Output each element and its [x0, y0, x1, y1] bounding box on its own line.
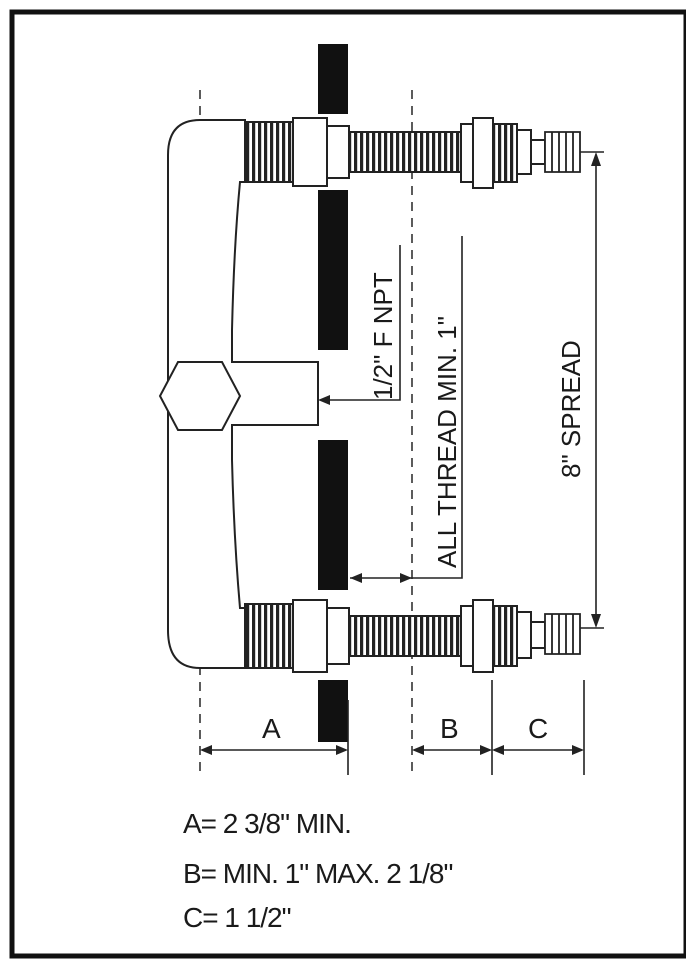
spec-c: C= 1 1/2": [183, 902, 292, 933]
lower-all-thread-icon: [348, 615, 462, 657]
dimension-b-letter: B: [440, 713, 459, 744]
thread-dimension-line: [350, 236, 463, 583]
dimension-a-letter: A: [262, 713, 281, 744]
npt-callout-label: 1/2" F NPT: [368, 272, 398, 400]
npt-leader-line: [318, 245, 401, 405]
lower-body-thread-icon: [244, 603, 294, 669]
upper-valve-stem-icon: [544, 131, 581, 173]
lower-valve-stem-icon: [544, 613, 581, 655]
spread-callout-label: 8" SPREAD: [556, 340, 586, 478]
valve-body: [158, 119, 319, 669]
upper-supply-assembly: [244, 117, 604, 189]
mounting-surface: [318, 44, 348, 742]
dimension-c-letter: C: [528, 713, 548, 744]
spec-b: B= MIN. 1" MAX. 2 1/8": [183, 858, 453, 889]
spec-a: A= 2 3/8" MIN.: [183, 808, 352, 839]
hex-nut-icon: [158, 361, 242, 431]
lower-supply-assembly: [244, 599, 604, 673]
bottom-dimension-lines: [200, 680, 585, 775]
frame-border: [9, 9, 686, 959]
upper-union-nut-icon: [292, 117, 328, 187]
spread-dimension-line: [591, 152, 601, 628]
thread-callout-label: ALL THREAD MIN. 1": [432, 316, 462, 568]
upper-all-thread-icon: [348, 131, 462, 173]
lower-union-nut-icon: [292, 599, 328, 673]
upper-body-thread-icon: [244, 121, 294, 183]
